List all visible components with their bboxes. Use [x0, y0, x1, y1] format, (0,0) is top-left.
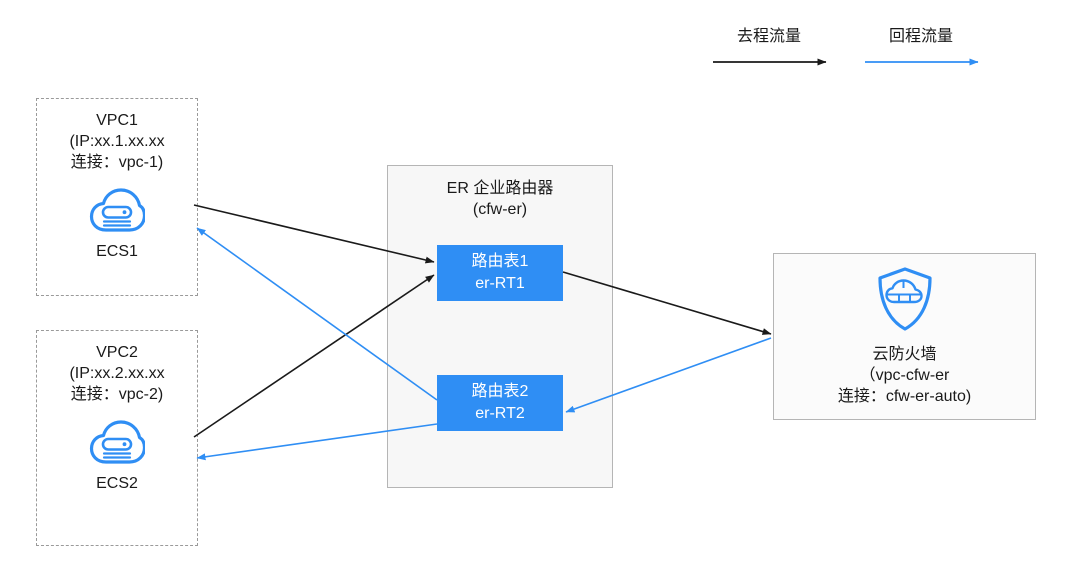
vpc1-title-line1: VPC1 [96, 112, 138, 129]
vpc2-title-line3: 连接：vpc-2) [70, 386, 164, 403]
route-table-2-line1: 路由表2 [471, 383, 529, 400]
route-table-1-line1: 路由表1 [471, 253, 529, 270]
ecs2-label: ECS2 [96, 475, 138, 492]
vpc2-title-line2: (IP:xx.2.xx.xx [69, 365, 165, 382]
route-table-1[interactable]: 路由表1 er-RT1 [437, 245, 563, 301]
vpc1-title-line3: 连接：vpc-1) [70, 154, 164, 171]
legend-forward-label: 去程流量 [736, 28, 801, 45]
ecs-cloud-server-icon [89, 418, 147, 475]
route-table-1-line2: er-RT1 [475, 275, 525, 292]
enterprise-router-title-line2: (cfw-er) [472, 201, 528, 218]
cloud-firewall-shield-icon [876, 266, 934, 337]
enterprise-router-title-line1: ER 企业路由器 [446, 180, 554, 197]
ecs-cloud-server-icon [89, 186, 147, 243]
vpc2-title-line1: VPC2 [96, 344, 138, 361]
route-table-2-line2: er-RT2 [475, 405, 525, 422]
cloud-firewall-line3: 连接：cfw-er-auto) [837, 388, 972, 405]
ecs1-label: ECS1 [96, 243, 138, 260]
legend-return-label: 回程流量 [888, 28, 953, 45]
vpc1-title-line2: (IP:xx.1.xx.xx [69, 133, 165, 150]
cloud-firewall-line1: 云防火墙 [872, 346, 937, 363]
vpc1-boundary [36, 98, 198, 296]
route-table-2[interactable]: 路由表2 er-RT2 [437, 375, 563, 431]
cloud-firewall-line2: （vpc-cfw-er [859, 367, 950, 384]
